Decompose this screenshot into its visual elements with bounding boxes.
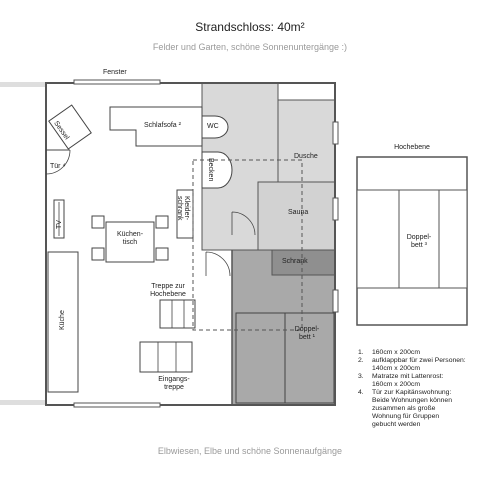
hochebene-outline <box>192 159 303 331</box>
window-bottom <box>73 402 161 408</box>
bottom-caption: Elbwiesen, Elbe und schöne Sonnenaufgäng… <box>157 446 343 456</box>
schlafsofa <box>109 106 203 147</box>
note-item: 3.Matratze mit Lattenrost:160cm x 200cm <box>358 373 444 388</box>
label-doppelbett3-1: Doppel- <box>406 234 432 241</box>
becken <box>201 151 233 189</box>
shower-area <box>277 99 336 183</box>
label-doppelbett1-2: bett ¹ <box>299 334 315 341</box>
note-item: 1.160cm x 200cm <box>358 349 420 356</box>
terrace-strip-bottom <box>0 400 46 405</box>
label-schlafsofa: Schlafsofa ² <box>144 122 181 129</box>
kuechentisch <box>105 221 155 263</box>
eingangstreppe <box>139 341 193 373</box>
page-title: Strandschloss: 40m² <box>195 20 305 34</box>
label-treppe-1: Treppe zur <box>151 283 185 290</box>
treppe-hochebene <box>159 299 196 329</box>
kueche-counter <box>47 251 79 393</box>
notes-list: 1.160cm x 200cm 2.aufklappbar für zwei P… <box>358 349 498 429</box>
label-kleiderschrank-2: schrank <box>176 196 183 221</box>
label-tuer: Tür ⁴ <box>50 163 66 170</box>
label-schrank: Schrank <box>282 258 308 265</box>
window-right-1 <box>332 121 339 145</box>
label-kuechentisch-2: tisch <box>122 239 138 246</box>
label-becken: Becken <box>207 158 214 182</box>
label-sauna: Sauna <box>288 209 309 216</box>
label-eingang-2: treppe <box>164 384 184 391</box>
outer-walls <box>45 82 336 406</box>
label-kuechentisch-1: Küchen- <box>116 231 144 238</box>
window-right-2 <box>332 197 339 221</box>
note-item: 2.aufklappbar für zwei Personen:140cm x … <box>358 357 466 372</box>
label-eingang-1: Eingangs- <box>158 376 190 383</box>
window-top <box>73 79 161 85</box>
label-kleiderschrank-1: Kleider- <box>183 196 190 221</box>
window-right-3 <box>332 289 339 313</box>
label-treppe-2: Hochebene <box>150 291 186 298</box>
sessel <box>48 104 92 150</box>
note-item: 4.Tür zur Kapitänswohnung:Beide Wohnunge… <box>358 389 452 428</box>
label-fenster: Fenster <box>103 69 127 76</box>
wc <box>201 115 229 139</box>
label-dusche: Dusche <box>294 153 318 160</box>
label-tv: TV <box>56 220 63 229</box>
label-doppelbett3-2: bett ³ <box>411 242 427 249</box>
page-subtitle: Felder und Garten, schöne Sonnenuntergän… <box>152 42 348 52</box>
label-doppelbett1-1: Doppel- <box>294 326 320 333</box>
terrace-strip-top <box>0 82 46 87</box>
label-kueche: Küche <box>59 310 66 330</box>
label-wc: WC <box>207 123 219 130</box>
doppelbett-3 <box>398 189 440 289</box>
label-hochebene: Hochebene <box>394 144 430 151</box>
